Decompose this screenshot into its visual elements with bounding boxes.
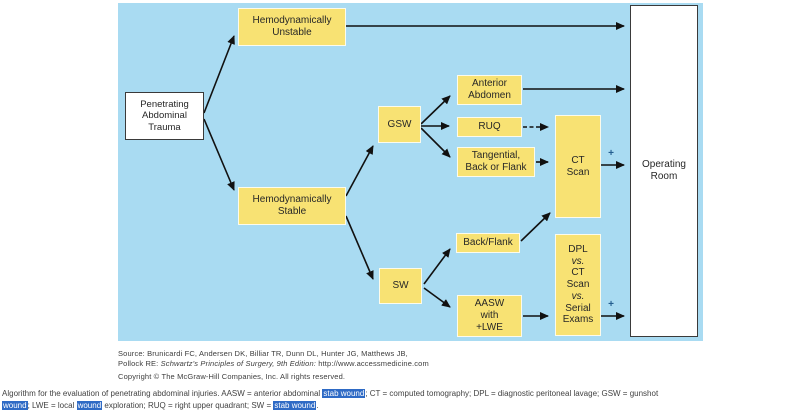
source-url: http://www.accessmedicine.com — [316, 359, 429, 368]
plus-sign-dpl-to-or: + — [608, 299, 614, 310]
caption-text: ; LWE = local — [27, 401, 77, 410]
node-operating-room: Operating Room — [630, 5, 698, 337]
dpl-line: vs. — [571, 290, 585, 302]
node-label: Hemodynamically Unstable — [252, 15, 332, 38]
source-book-title: Schwartz's Principles of Surgery, 9th Ed… — [160, 359, 316, 368]
node-hemodynamically-stable: Hemodynamically Stable — [238, 187, 346, 225]
search-highlight: wound — [2, 401, 28, 410]
node-label: RUQ — [478, 121, 501, 133]
node-aasw-with-lwe: AASW with +LWE — [457, 295, 522, 337]
search-highlight: stab wound — [273, 401, 317, 410]
caption-line-2: wound; LWE = local wound exploration; RU… — [2, 400, 658, 412]
node-hemodynamically-unstable: Hemodynamically Unstable — [238, 8, 346, 46]
dpl-line: vs. — [571, 255, 585, 267]
node-label: CT Scan — [566, 154, 590, 178]
node-gsw: GSW — [378, 106, 421, 143]
node-back-flank: Back/Flank — [456, 233, 520, 253]
caption-line-1: Algorithm for the evaluation of penetrat… — [2, 388, 658, 400]
source-line-1: Source: Brunicardi FC, Andersen DK, Bill… — [118, 349, 408, 358]
caption-text: . — [316, 401, 319, 410]
copyright-line: Copyright © The McGraw-Hill Companies, I… — [118, 372, 346, 381]
dpl-line: CT — [571, 267, 585, 279]
caption-text: exploration; RUQ = right upper quadrant;… — [102, 401, 274, 410]
source-attribution: Source: Brunicardi FC, Andersen DK, Bill… — [118, 349, 429, 382]
search-highlight: wound — [76, 401, 103, 410]
source-line-2: Pollock RE: Schwartz's Principles of Sur… — [118, 359, 429, 369]
node-label: GSW — [387, 118, 412, 130]
dpl-line: Exams — [562, 314, 594, 326]
node-label: Hemodynamically Stable — [252, 194, 332, 217]
source-authors: Pollock RE: — [118, 359, 161, 368]
dpl-line: Scan — [566, 279, 590, 291]
caption-text: ; CT = computed tomography; DPL = diagno… — [365, 389, 659, 398]
node-ruq: RUQ — [457, 117, 522, 137]
search-highlight: stab wound — [322, 389, 366, 398]
node-label: Anterior Abdomen — [468, 78, 511, 101]
node-anterior-abdomen: Anterior Abdomen — [457, 75, 522, 105]
plus-sign-ct-to-or: + — [608, 148, 614, 159]
node-label: Operating Room — [642, 159, 686, 182]
node-sw: SW — [379, 268, 422, 304]
node-ct-scan: CT Scan — [555, 115, 601, 218]
dpl-line: DPL — [568, 243, 588, 255]
node-label: Back/Flank — [463, 237, 513, 249]
figure-caption: Algorithm for the evaluation of penetrat… — [2, 388, 658, 412]
node-label: AASW with +LWE — [474, 298, 505, 333]
node-tangential-back-or-flank: Tangential, Back or Flank — [457, 147, 535, 177]
node-label: Penetrating Abdominal Trauma — [140, 99, 189, 133]
caption-text: Algorithm for the evaluation of penetrat… — [2, 389, 323, 398]
node-label: SW — [392, 280, 409, 292]
dpl-line: Serial — [565, 302, 591, 314]
node-penetrating-abdominal-trauma: Penetrating Abdominal Trauma — [125, 92, 204, 140]
node-label: Tangential, Back or Flank — [465, 150, 527, 173]
